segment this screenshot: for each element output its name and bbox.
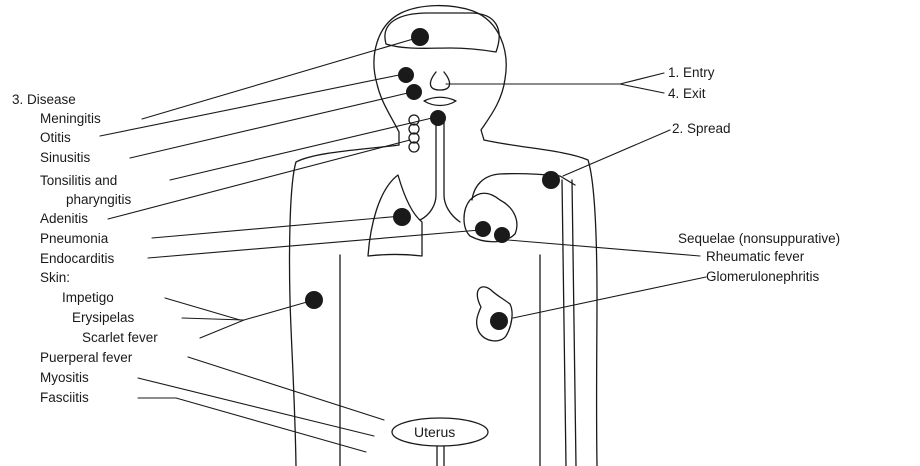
label-scarlet-fever: Scarlet fever <box>82 330 158 346</box>
leader-glomerulo <box>513 277 706 318</box>
trachea <box>420 122 436 220</box>
label-skin: Skin: <box>40 270 70 286</box>
leader-spread <box>563 130 670 176</box>
label-rheumatic-fever: Rheumatic fever <box>706 249 804 265</box>
label-exit: 4. Exit <box>668 86 706 102</box>
trachea-right <box>444 122 460 222</box>
label-uterus: Uterus <box>414 424 455 440</box>
label-spread: 2. Spread <box>672 121 731 137</box>
dot-endocarditis-1 <box>475 221 491 237</box>
nose-outline <box>430 72 449 90</box>
label-puerperal-fever: Puerperal fever <box>40 350 132 366</box>
leader-entry-exit <box>446 73 664 93</box>
label-endocarditis: Endocarditis <box>40 251 114 267</box>
leader-adenitis <box>108 140 410 219</box>
lymph-node-chain <box>409 115 419 152</box>
leader-meningitis <box>142 37 420 119</box>
leader-scarlet <box>200 320 244 338</box>
infection-dots <box>305 28 560 330</box>
leader-skin-to-arm <box>244 300 314 320</box>
label-impetigo: Impetigo <box>62 290 114 306</box>
label-fasciitis: Fasciitis <box>40 390 89 406</box>
leader-myositis <box>138 378 374 436</box>
dot-skin <box>305 291 323 309</box>
left-shoulder-arm <box>290 145 399 466</box>
dot-spread <box>542 171 560 189</box>
aorta-left-wall <box>562 180 566 466</box>
label-otitis: Otitis <box>40 130 71 146</box>
aorta-right-wall <box>572 180 576 466</box>
label-tonsillitis: Tonsilitis and <box>40 173 117 189</box>
label-glomerulonephritis: Glomerulonephritis <box>706 269 819 285</box>
dot-meningitis <box>411 28 429 46</box>
dot-sinusitis <box>406 84 422 100</box>
label-pharyngitis: pharyngitis <box>66 192 131 208</box>
label-erysipelas: Erysipelas <box>72 310 134 326</box>
label-entry: 1. Entry <box>668 65 715 81</box>
vagina-tube <box>437 446 444 466</box>
leader-rheumatic <box>508 240 700 256</box>
label-adenitis: Adenitis <box>40 211 88 227</box>
disease-header: 3. Disease <box>12 92 76 108</box>
leader-lines <box>100 37 706 452</box>
mouth-outline <box>424 97 456 105</box>
dot-kidney <box>490 312 508 330</box>
dot-endocarditis-2 <box>494 227 510 243</box>
leader-puerperal <box>188 357 384 420</box>
label-pneumonia: Pneumonia <box>40 231 108 247</box>
leader-impetigo <box>165 298 240 320</box>
label-meningitis: Meningitis <box>40 111 101 127</box>
leader-tonsillitis <box>170 118 432 180</box>
label-sinusitis: Sinusitis <box>40 150 90 166</box>
dot-tonsils <box>430 110 446 126</box>
dot-pneumonia <box>393 208 411 226</box>
brain-outline <box>385 13 499 52</box>
label-sequelae: Sequelae (nonsuppurative) <box>678 231 840 247</box>
label-myositis: Myositis <box>40 370 89 386</box>
dot-otitis <box>398 67 414 83</box>
leader-pneumonia <box>152 216 402 238</box>
